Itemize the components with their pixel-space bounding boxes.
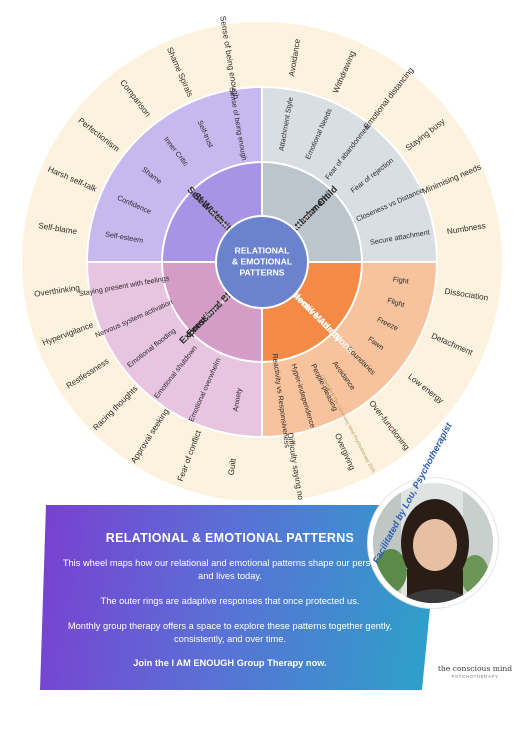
brand-name: the conscious mind xyxy=(437,664,513,673)
wheel-center xyxy=(215,215,309,309)
center-title: & EMOTIONAL xyxy=(232,256,292,266)
center-title: PATTERNS xyxy=(239,267,284,277)
inner-child-inner-ring xyxy=(262,162,362,262)
expressions-inner-ring xyxy=(162,262,262,362)
panel-paragraph-1: This wheel maps how our relational and e… xyxy=(62,558,398,581)
panel-paragraph-2: The outer rings are adaptive responses t… xyxy=(100,596,360,606)
protective-adaptions-middle-item: Fight xyxy=(392,275,409,286)
inner-child-middle-ring xyxy=(262,87,437,262)
inner-ring-border xyxy=(161,161,363,363)
brand-logo: the conscious mind PSYCHOTHERAPY xyxy=(430,664,520,679)
brand-subtitle: PSYCHOTHERAPY xyxy=(451,674,499,679)
expressions-middle-ring xyxy=(87,262,262,437)
info-panel: RELATIONAL & EMOTIONAL PATTERNS This whe… xyxy=(40,505,420,668)
panel-call-to-action: Join the I AM ENOUGH Group Therapy now. xyxy=(133,658,327,668)
self-worth-middle-ring xyxy=(87,87,262,262)
center-title: RELATIONAL xyxy=(235,245,290,255)
expressions-outer-item: Guilt xyxy=(227,457,238,476)
protective-adaptions-middle-ring xyxy=(262,262,437,437)
panel-title: RELATIONAL & EMOTIONAL PATTERNS xyxy=(105,531,355,545)
protective-adaptions-inner-ring xyxy=(262,262,362,362)
middle-ring-border xyxy=(86,86,438,438)
panel-paragraph-3: Monthly group therapy offers a space to … xyxy=(67,621,393,644)
self-worth-inner-ring xyxy=(162,162,262,262)
expressions-middle-item: Anxiety xyxy=(231,387,244,412)
